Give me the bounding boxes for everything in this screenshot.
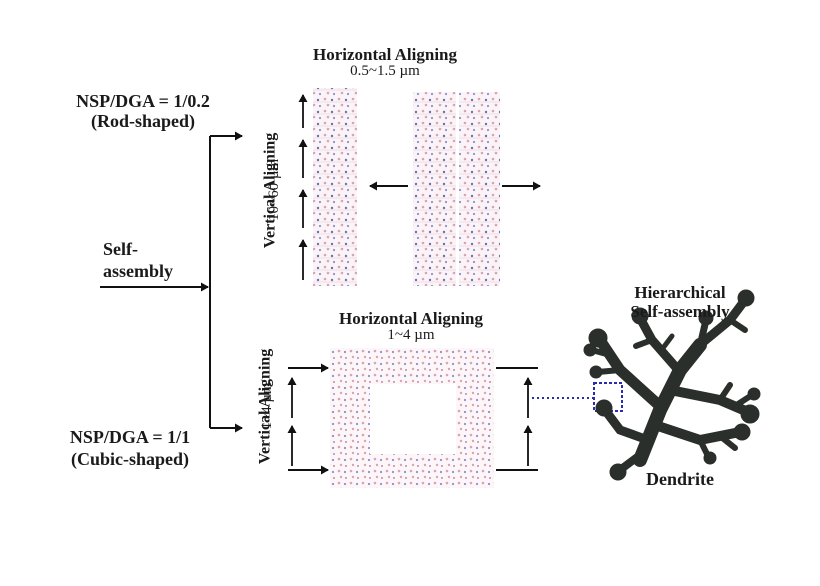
cubic-hole — [370, 384, 456, 454]
bottom-horizontal-title: Horizontal Aligning — [338, 309, 484, 328]
hierarchical-title-line1: Hierarchical — [634, 283, 726, 302]
rod-column-1 — [313, 88, 357, 286]
cubic-ratio-label: NSP/DGA = 1/1 — [69, 427, 191, 447]
rod-column-2 — [413, 92, 456, 286]
bottom-horizontal-range: 1~4 µm — [387, 327, 435, 343]
top-vertical-range: 10~60 µm — [266, 158, 283, 221]
cubic-horizontal-lines — [288, 363, 538, 475]
cubic-crystal-group — [330, 348, 494, 488]
dendrite-shape — [583, 289, 761, 481]
rod-column-3 — [459, 92, 500, 286]
top-horizontal-title: Horizontal Aligning — [312, 45, 458, 64]
hierarchical-title-line2: Self-assembly — [630, 302, 730, 321]
top-horizontal-range: 0.5~1.5 µm — [350, 63, 420, 79]
rod-shape-label: (Rod-shaped) — [90, 111, 196, 131]
cubic-shape-label: (Cubic-shaped) — [70, 449, 190, 469]
rod-crystal-group — [313, 88, 500, 286]
self-assembly-label-line1: Self- — [103, 239, 138, 259]
self-assembly-label-line2: assembly — [103, 261, 174, 281]
dendrite-label: Dendrite — [646, 469, 714, 489]
bottom-vertical-range: 1~4 µm — [259, 382, 276, 430]
rod-ratio-label: NSP/DGA = 1/0.2 — [76, 91, 210, 111]
